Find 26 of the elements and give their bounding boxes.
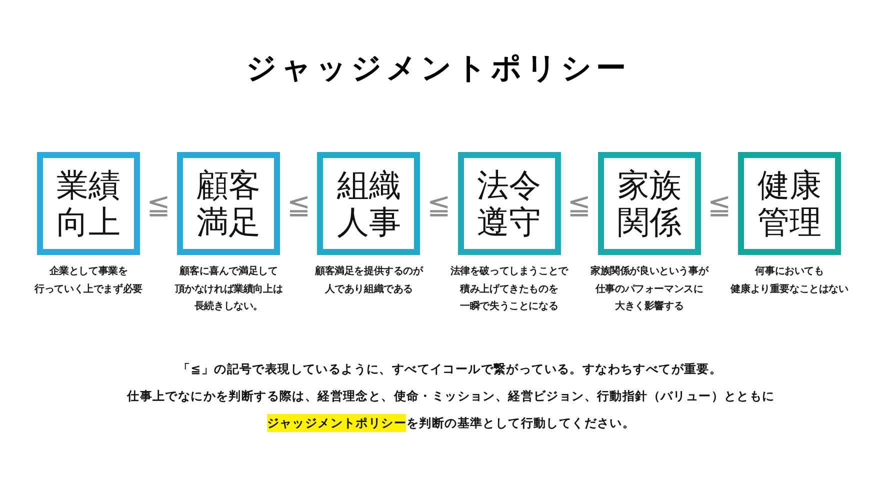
- box-label: 家族関係: [617, 166, 682, 240]
- description-text: 企業として事業を行っていく上でまず必要: [34, 264, 142, 296]
- description-text: 何事においても健康より重要なことはない: [730, 264, 848, 296]
- box-label: 法令遵守: [477, 166, 542, 240]
- keyword-box: [317, 152, 420, 255]
- less-equal-sign: ≦: [427, 191, 451, 219]
- box-label: 業績向上: [56, 166, 120, 240]
- keyword-box: [458, 152, 561, 255]
- less-equal-sign: ≦: [146, 191, 170, 219]
- box-label: 健康管理: [758, 166, 822, 240]
- keyword-box: [598, 152, 701, 255]
- description-text: 法律を破ってしまうことで積み上げてきたものを一瞬で失うことになる: [450, 264, 568, 314]
- less-equal-sign: ≦: [567, 191, 591, 219]
- keyword-box: [37, 152, 140, 255]
- less-equal-sign: ≦: [708, 191, 732, 219]
- description-text: 家族関係が良いという事が仕事のパフォーマンスに大きく影響する: [590, 264, 708, 314]
- description-text: 顧客満足を提供するのが人であり組織である: [314, 264, 423, 296]
- description-text: 顧客に喜んで満足して頂かなければ業績向上は長続きしない。: [174, 264, 283, 314]
- note-text: 仕事上でなにかを判断する際は、経営理念と、使命・ミッション、経営ビジョン、行動指針（バリュー）とともにジャッジメントポリシーを判断の基準として行動してください。: [127, 388, 775, 434]
- title: ジャッジメントポリシー: [246, 51, 630, 87]
- box-label: 顧客満足: [196, 166, 261, 240]
- keyword-box: [177, 152, 280, 255]
- less-equal-sign: ≦: [286, 191, 310, 219]
- note-text: 「≦」の記号で表現しているように、すべてイコールで繋がっている。すなわちすべてが重要。: [178, 361, 722, 378]
- keyword-box: [738, 152, 841, 255]
- box-label: 組織人事: [336, 166, 401, 240]
